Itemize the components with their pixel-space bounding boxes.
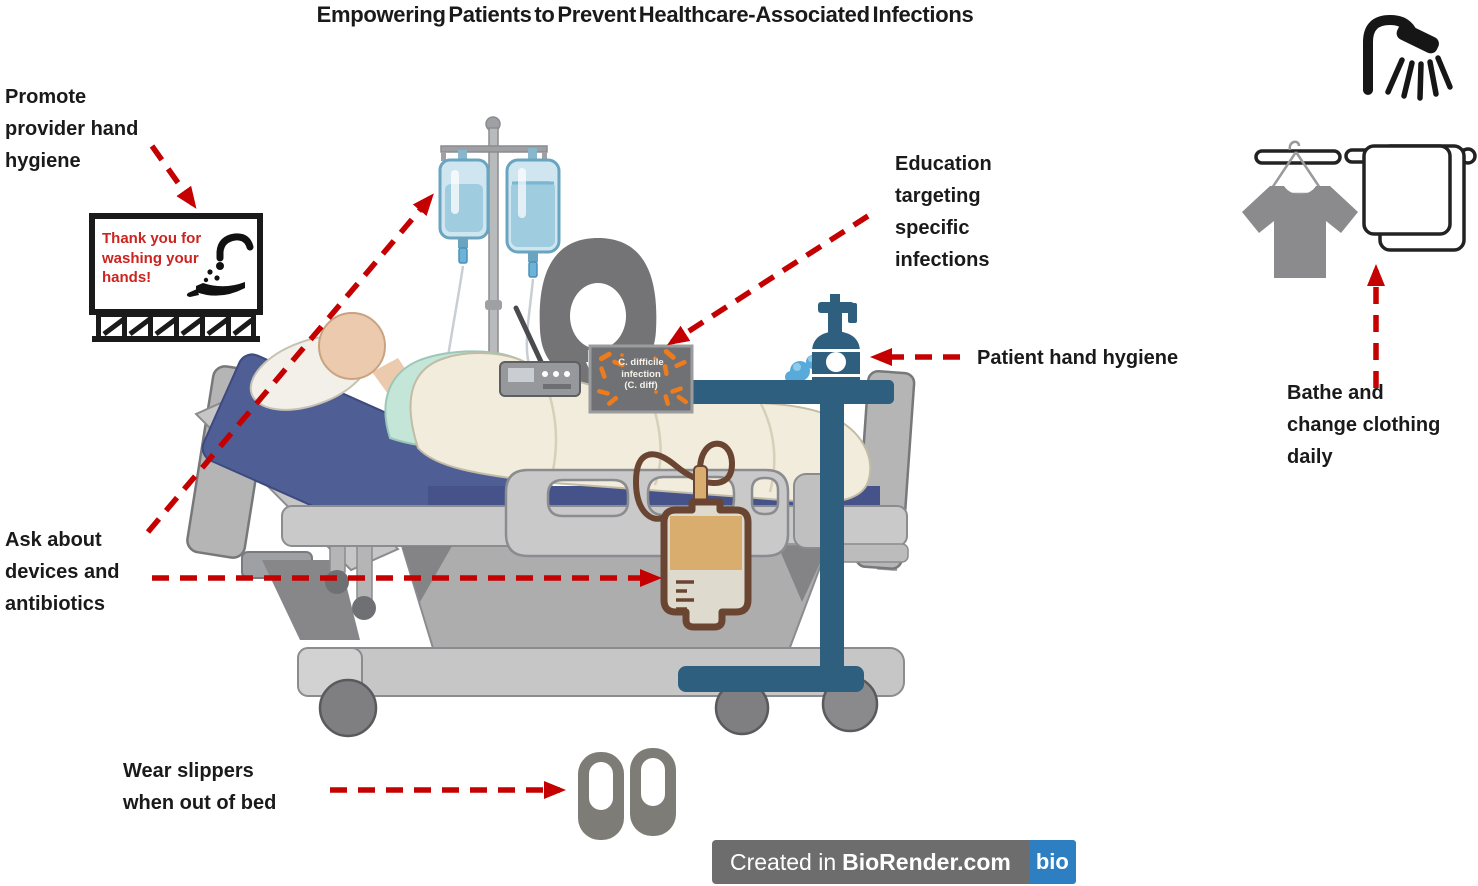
bacteria-icon: [597, 348, 689, 406]
badge-brand: BioRender.com: [842, 848, 1011, 875]
label-line: antibiotics: [5, 593, 106, 615]
label-line: infections: [895, 249, 990, 271]
arrow-promote: [149, 144, 197, 209]
label-line: Wear slippers: [123, 760, 254, 782]
handwash-icon: [186, 233, 254, 297]
label-patient-hand-hygiene: Patient hand hygiene: [977, 342, 1178, 374]
biorender-badge: Created in BioRender.com bio: [712, 840, 1076, 884]
label-ask-about-devices-and-antibiotics: Ask about devices and antibiotics: [5, 524, 120, 620]
arrow-education: [666, 213, 870, 346]
sign-text: Thank you for washing your hands!: [102, 229, 218, 288]
page-title: Empowering Patients to Prevent Healthcar…: [316, 2, 974, 27]
laptop-screen-text: C. difficile infection (C. diff): [592, 357, 690, 392]
label-line: change clothing: [1287, 414, 1441, 436]
label-line: devices and: [5, 561, 120, 583]
sign-base: [92, 312, 260, 342]
label-line: targeting: [895, 185, 981, 207]
hand-sanitizer-icon: [785, 294, 860, 383]
sign-text-line: hands!: [102, 269, 152, 286]
laptop-icon: [588, 344, 694, 414]
tshirt-icon: [1242, 140, 1358, 278]
slippers-icon: [578, 748, 676, 840]
label-line: provider hand: [5, 118, 139, 140]
laptop-text-line: C. difficile: [618, 357, 664, 368]
label-education-targeting-specific-infections: Education targeting specific infections: [895, 148, 992, 276]
label-line: Education: [895, 153, 992, 175]
label-line: Patient hand hygiene: [977, 347, 1179, 369]
biorender-credit: Created in BioRender.com: [712, 840, 1029, 884]
overbed-table: [676, 380, 894, 733]
label-promote-provider-hand-hygiene: Promote provider hand hygiene: [5, 81, 138, 177]
bed-wheel: [318, 678, 378, 738]
label-line: specific: [895, 217, 970, 239]
shower-icon: [1363, 14, 1453, 101]
label-line: Ask about: [5, 529, 102, 551]
label-line: daily: [1287, 446, 1333, 468]
sign-text-line: washing your: [102, 249, 199, 267]
iv-bag-right: [505, 148, 561, 387]
monitor-device: [499, 305, 581, 397]
label-line: when out of bed: [123, 792, 277, 814]
badge-prefix: Created in: [730, 848, 837, 875]
handwash-sign: [89, 213, 263, 342]
catheter-bag-icon: [632, 440, 752, 631]
laptop-text-line: (C. diff): [624, 380, 658, 391]
label-line: Promote: [5, 86, 87, 108]
biorender-logo: bio: [1028, 840, 1076, 884]
laptop-text-line: infection: [621, 368, 661, 380]
label-bathe-and-change-clothing-daily: Bathe and change clothing daily: [1287, 377, 1440, 473]
label-wear-slippers-when-out-of-bed: Wear slippers when out of bed: [123, 755, 276, 819]
label-line: hygiene: [5, 150, 81, 172]
label-line: Bathe and: [1287, 382, 1384, 404]
towel-icon: [1344, 144, 1477, 252]
annotation-arrows: [145, 144, 1385, 799]
sign-text-line: Thank you for: [102, 230, 202, 247]
arrow-to-iv-bags: [145, 193, 434, 534]
